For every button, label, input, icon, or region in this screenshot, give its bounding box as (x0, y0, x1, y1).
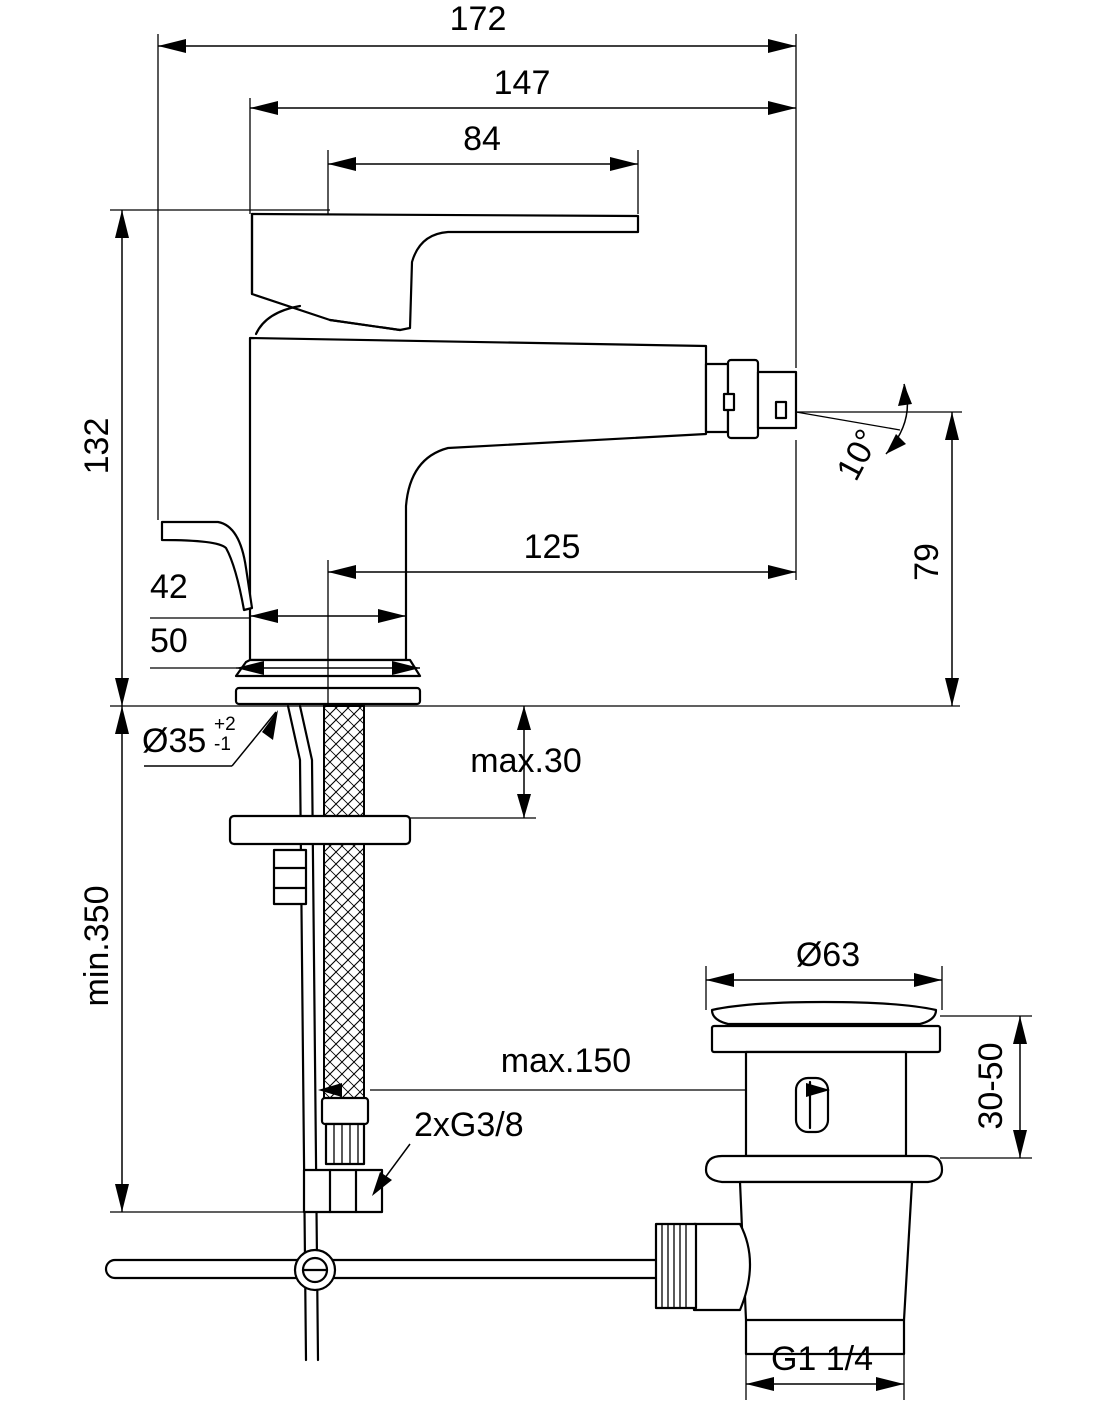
dim-g1-1-4: G1 1/4 (771, 1340, 873, 1378)
dim-132: 132 (78, 418, 116, 475)
lever-handle (250, 212, 640, 332)
dim-tolerance-upper: +2 (214, 714, 236, 735)
extension-lines (110, 34, 1032, 1400)
under-deck-assembly (104, 704, 668, 1362)
g38-fitting (302, 1168, 384, 1214)
dim-max-150: max.150 (501, 1042, 631, 1080)
dim-147: 147 (494, 64, 551, 102)
popup-lift-rod (160, 520, 254, 612)
dim-42: 42 (150, 568, 188, 606)
waste-assembly (654, 1000, 944, 1356)
dim-connection: 2xG3/8 (414, 1106, 524, 1144)
fixing-nut (272, 848, 308, 906)
faucet-body (160, 212, 798, 706)
fixing-plate (228, 814, 412, 846)
dim-172: 172 (450, 0, 507, 38)
dim-79: 79 (908, 543, 946, 581)
pull-rod (104, 1258, 668, 1280)
dim-125: 125 (524, 528, 581, 566)
dim-max-30: max.30 (470, 742, 582, 780)
dim-30-50: 30-50 (972, 1043, 1010, 1130)
dim-min-350: min.350 (78, 886, 116, 1007)
threaded-outlet (654, 1222, 698, 1310)
dim-10-deg: 10° (829, 423, 887, 486)
dimension-labels: 172 147 84 132 10° 79 125 42 50 Ø35 +2 -… (78, 0, 1010, 1378)
dim-50: 50 (150, 622, 188, 660)
dim-84: 84 (463, 120, 501, 158)
braided-hose (323, 705, 365, 1099)
spray-nozzle (704, 358, 798, 440)
dimension-lines (115, 39, 1027, 1391)
dim-diameter-63: Ø63 (796, 936, 860, 974)
spout-body (248, 336, 708, 662)
dim-tolerance-lower: -1 (214, 734, 231, 755)
waste-plug-cap (710, 1000, 938, 1026)
dim-diameter-35: Ø35 (142, 722, 206, 760)
